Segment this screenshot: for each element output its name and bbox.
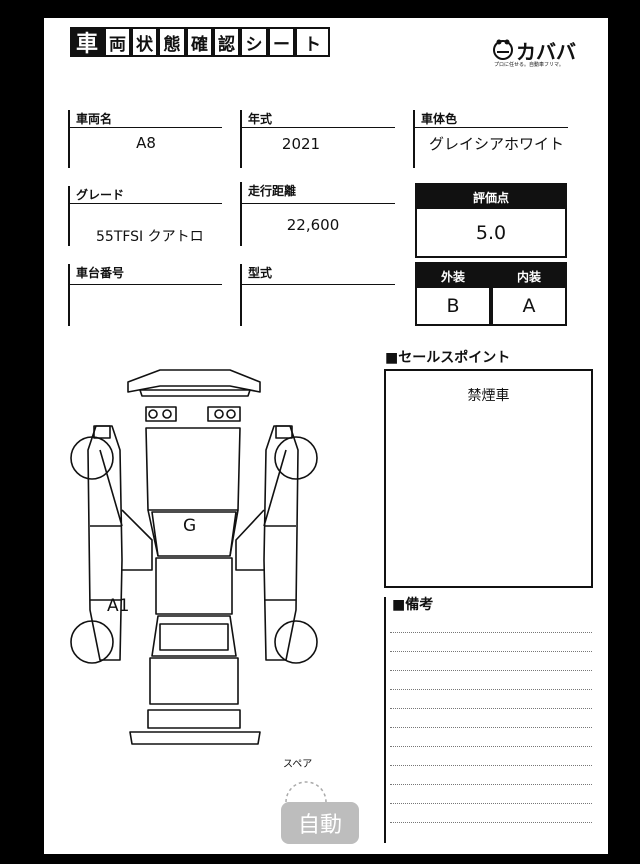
interior-box: 内装 A [491, 262, 567, 326]
vehicle-name-value: A8 [136, 134, 156, 152]
rating-box: 評価点 5.0 [415, 183, 567, 258]
field-body-color: 車体色 グレイシアホワイト [413, 110, 568, 168]
field-label: 車両名 [76, 112, 113, 126]
title-char: ー [268, 27, 295, 57]
title-char: 態 [158, 27, 186, 57]
sales-points-title: ■セールスポイント [385, 350, 511, 366]
mileage-value: 22,600 [286, 216, 340, 234]
car-diagram [70, 369, 318, 745]
field-label: 車台番号 [76, 266, 125, 280]
field-year: 年式 2021 [240, 110, 395, 168]
field-label: 走行距離 [248, 184, 297, 198]
remarks-title: ■備考 [392, 597, 434, 613]
damage-mark-g: G [183, 516, 197, 536]
title-char: 車 [70, 27, 104, 57]
exterior-label: 外装 [417, 264, 489, 288]
field-chassis-number: 車台番号 [68, 264, 222, 326]
interior-value: A [522, 295, 536, 317]
year-value: 2021 [281, 135, 321, 153]
rating-value: 5.0 [475, 221, 507, 244]
interior-label: 内装 [493, 264, 565, 288]
spare-tire-icon [285, 781, 327, 803]
title-char: ト [295, 27, 330, 57]
logo-name: カババ [516, 40, 576, 64]
title-char: シ [240, 27, 268, 57]
transmission-badge: 自動 [281, 802, 359, 844]
title-char: 状 [131, 27, 158, 57]
rating-label: 評価点 [417, 185, 565, 209]
title-char: 両 [104, 27, 131, 57]
field-label: グレード [76, 188, 125, 202]
field-mileage: 走行距離 22,600 [240, 182, 395, 246]
logo-tagline: プロに任せる。自動車フリマ。 [494, 62, 564, 68]
body-color-value: グレイシアホワイト [429, 135, 565, 153]
field-label: 型式 [248, 266, 273, 280]
field-vehicle-name: 車両名 A8 [68, 110, 222, 168]
field-model: 型式 [240, 264, 395, 326]
grade-value: 55TFSI クアトロ [96, 229, 204, 245]
field-label: 年式 [248, 112, 273, 126]
sales-points-text: 禁煙車 [467, 388, 510, 404]
exterior-value: B [446, 295, 460, 317]
exterior-box: 外装 B [415, 262, 491, 326]
hippo-icon [493, 39, 513, 60]
damage-mark-a1: A1 [107, 596, 130, 616]
field-label: 車体色 [421, 112, 458, 126]
inspection-sheet [44, 18, 608, 854]
title-char: 認 [213, 27, 240, 57]
field-grade: グレード 55TFSI クアトロ [68, 186, 222, 246]
sales-points-box: 禁煙車 [384, 369, 593, 588]
spare-label: スペア [283, 759, 313, 770]
remarks-border [384, 597, 386, 843]
title-char: 確 [186, 27, 213, 57]
